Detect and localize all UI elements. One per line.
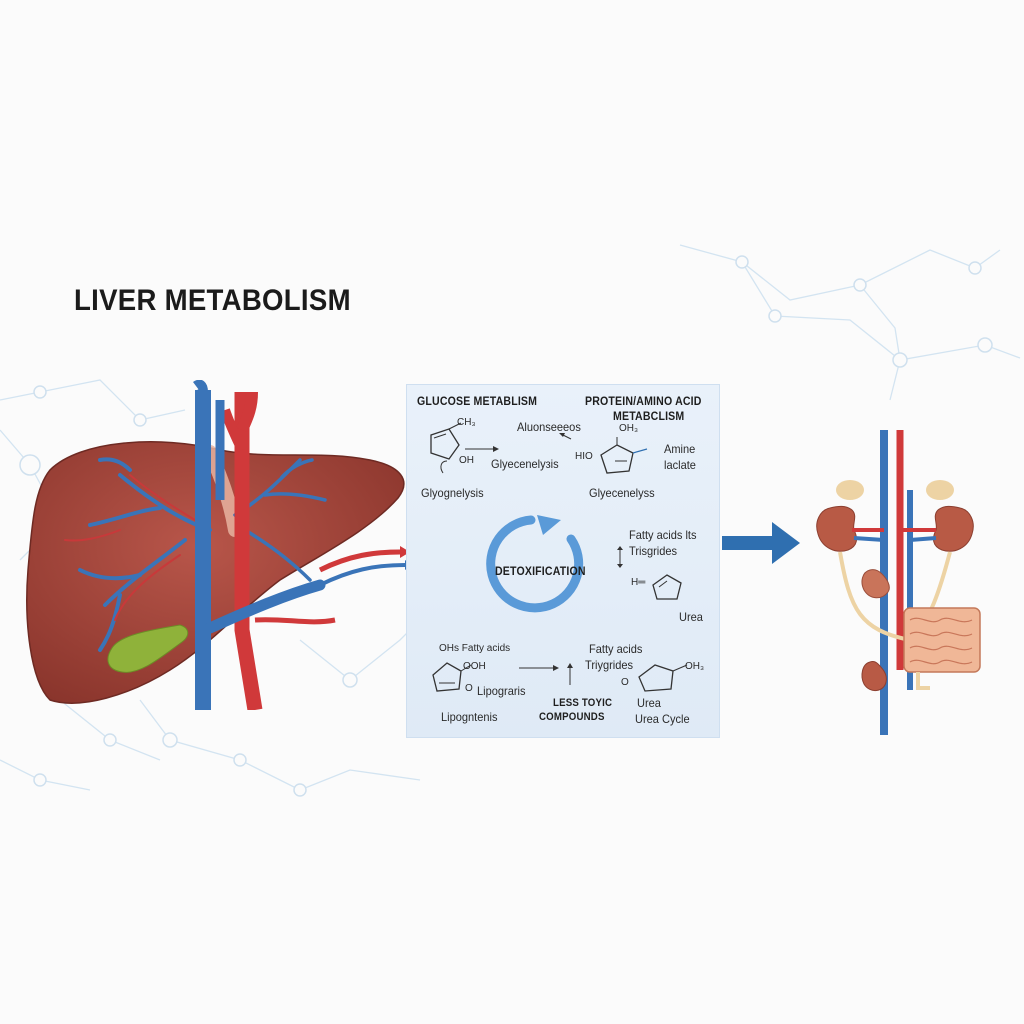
o-right-label: O — [621, 677, 629, 688]
double-arrow-icon — [617, 546, 623, 568]
arrow-right-icon-2 — [519, 665, 559, 671]
arrow-up-icon — [567, 663, 573, 685]
pentagon-molecule-1 — [430, 422, 462, 474]
oh3-right-label: OH₃ — [685, 661, 705, 672]
kidney-illustration — [816, 430, 981, 735]
liver-illustration — [26, 380, 410, 710]
aluoneseeos-label: Aluonseeeos — [517, 420, 581, 434]
ch3-label: CH₃ — [457, 417, 476, 428]
oh-label: OH — [459, 455, 474, 466]
trisgrides-label: Trisgrides — [629, 544, 678, 558]
triygrides-label: Triygrides — [585, 658, 634, 672]
glucose-metabolism-header: GLUCOSE METABLISM — [417, 394, 538, 408]
amine-label: Amine — [664, 442, 696, 456]
lipogntenis-label: Lipogntenis — [441, 710, 498, 724]
detoxification-label: DETOXIFICATION — [495, 564, 586, 578]
hio-label: HIO — [575, 451, 593, 462]
glyognelysis-label: Glyognelysis — [421, 486, 484, 500]
protein-metabolism-header-2: METABCLISM — [613, 409, 685, 423]
o-small-label: O — [465, 683, 473, 694]
glyecenelyzis-label: Glyecenelyзis — [491, 457, 559, 471]
oh3-label: OH₃ — [619, 423, 639, 434]
diagram-title: LIVER METABOLISM — [74, 284, 351, 317]
protein-metabolism-header-1: PROTEIN/AMINO ACID — [585, 394, 702, 408]
lipograris-label: Lipograris — [477, 684, 526, 698]
ohs-fatty-label: OHs Fatty acids — [439, 643, 511, 654]
arrow-left-icon — [559, 433, 572, 440]
less-toxic-label-1: LESS TOYIC — [553, 697, 613, 709]
urea-label-1: Urea — [679, 610, 703, 624]
pentagon-molecule-4 — [432, 662, 472, 692]
pentagon-molecule-2 — [600, 437, 648, 474]
pentagon-molecule-5 — [638, 664, 688, 692]
fatty-acids-lts-label: Fatty acids lts — [629, 528, 697, 542]
arrow-right-icon — [465, 446, 499, 452]
laclate-label: laclate — [664, 458, 696, 472]
less-toxic-label-2: COMPOUNDS — [539, 711, 605, 723]
ooh-label: OOH — [463, 661, 486, 672]
urea-label-2: Urea — [637, 696, 661, 710]
fatty-acids-label-2: Fatty acids — [589, 642, 643, 656]
h-label: H═ — [631, 577, 646, 588]
metabolism-panel: GLUCOSE METABLISM PROTEIN/AMINO ACID MET… — [406, 384, 720, 738]
cycle-arrow-icon — [486, 515, 584, 613]
intestine-illustration — [903, 607, 981, 690]
urea-cycle-label: Urea Cycle — [635, 712, 690, 726]
flow-arrow-icon — [722, 522, 800, 564]
glyecenelyss-label: Glyecenelyss — [589, 486, 655, 500]
pentagon-molecule-3 — [652, 574, 682, 600]
